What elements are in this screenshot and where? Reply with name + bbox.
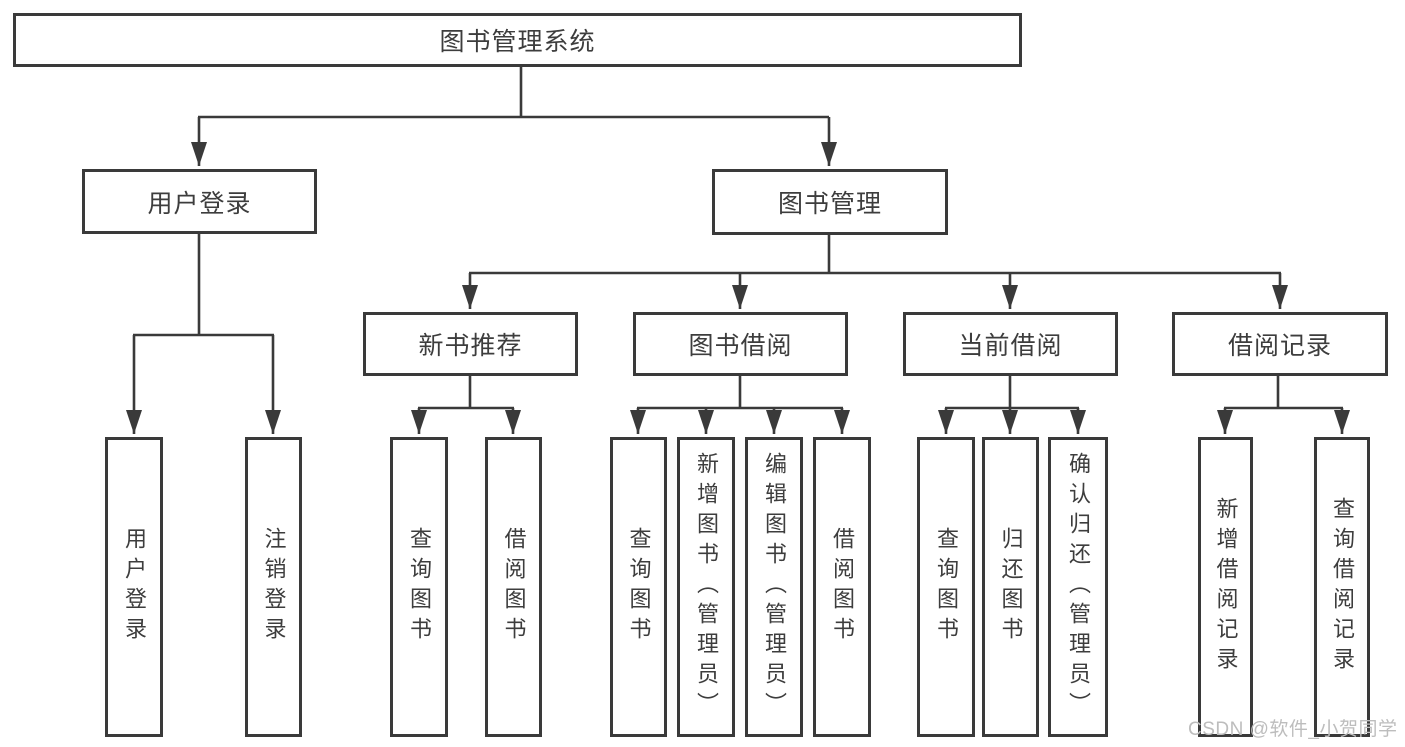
node-borrowing-records: 借阅记录 bbox=[1172, 312, 1388, 376]
node-library-management-system: 图书管理系统 bbox=[13, 13, 1022, 67]
leaf-label: 查询图书 bbox=[626, 527, 652, 647]
node-book-borrowing: 图书借阅 bbox=[633, 312, 848, 376]
leaf-query-books-current: 查询图书 bbox=[917, 437, 975, 737]
leaf-borrow-books-recommend: 借阅图书 bbox=[485, 437, 542, 737]
leaf-query-books-recommend: 查询图书 bbox=[390, 437, 448, 737]
leaf-label: 借阅图书 bbox=[830, 527, 855, 647]
leaf-label: 查询借阅记录 bbox=[1330, 497, 1355, 677]
leaf-label: 查询图书 bbox=[934, 527, 959, 647]
leaf-query-borrow-record: 查询借阅记录 bbox=[1314, 437, 1370, 737]
leaf-label: 归还图书 bbox=[998, 527, 1024, 647]
leaf-label: 注销登录 bbox=[261, 527, 287, 647]
leaf-add-books-admin: 新增图书（管理员） bbox=[677, 437, 735, 737]
leaf-user-login: 用户登录 bbox=[105, 437, 163, 737]
leaf-add-borrow-record: 新增借阅记录 bbox=[1198, 437, 1253, 737]
node-book-management: 图书管理 bbox=[712, 169, 948, 235]
leaf-confirm-return-admin: 确认归还（管理员） bbox=[1048, 437, 1108, 737]
leaf-label: 编辑图书（管理员） bbox=[762, 452, 787, 722]
leaf-return-books: 归还图书 bbox=[982, 437, 1039, 737]
leaf-logout: 注销登录 bbox=[245, 437, 302, 737]
node-current-borrowing: 当前借阅 bbox=[903, 312, 1118, 376]
leaf-label: 确认归还（管理员） bbox=[1066, 452, 1091, 722]
leaf-label: 新增借阅记录 bbox=[1213, 497, 1239, 677]
node-user-login: 用户登录 bbox=[82, 169, 317, 234]
leaf-label: 新增图书（管理员） bbox=[694, 452, 719, 722]
leaf-query-books-borrowing: 查询图书 bbox=[610, 437, 667, 737]
leaf-borrow-books: 借阅图书 bbox=[813, 437, 871, 737]
csdn-watermark: CSDN @软件_小贺同学 bbox=[1188, 719, 1398, 740]
node-new-book-recommend: 新书推荐 bbox=[363, 312, 578, 376]
leaf-label: 借阅图书 bbox=[501, 527, 527, 647]
leaf-label: 用户登录 bbox=[122, 527, 147, 647]
leaf-label: 查询图书 bbox=[407, 527, 432, 647]
leaf-edit-books-admin: 编辑图书（管理员） bbox=[745, 437, 803, 737]
